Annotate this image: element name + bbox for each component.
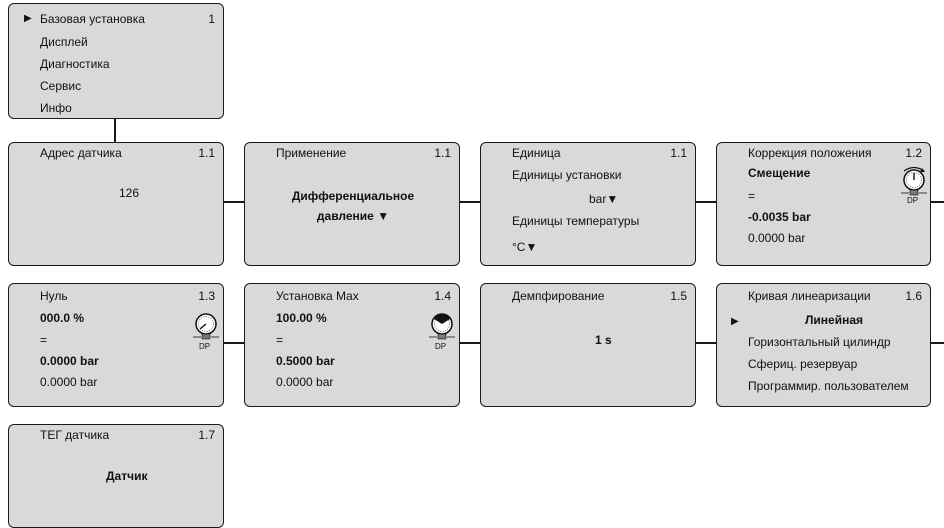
zero-value: 0.0000 bar [40, 354, 99, 368]
screen-title: ТЕГ датчика [40, 428, 110, 442]
screen-sensor-tag[interactable]: ТЕГ датчика 1.7 Датчик [8, 424, 224, 528]
screen-number: 1.1 [198, 146, 215, 160]
screen-application[interactable]: Применение 1.1 Дифференциальное давление… [244, 142, 460, 266]
dp-label: DP [199, 342, 211, 351]
temperature-units-select[interactable]: °C▼ [512, 240, 538, 254]
offset-value-secondary: 0.0000 bar [748, 231, 806, 245]
selection-marker: ▶ [731, 316, 739, 327]
menu-item-info[interactable]: Инфо [40, 101, 72, 115]
screen-zero[interactable]: Нуль 1.3 000.0 % = 0.0000 bar 0.0000 bar… [8, 283, 224, 407]
application-value-line1: Дифференциальное [291, 189, 415, 203]
screen-number: 1.7 [198, 428, 215, 442]
connector-1-6-right [931, 342, 944, 344]
screen-title: Нуль [40, 289, 68, 303]
screen-title: Применение [276, 146, 347, 160]
screen-number: 1.1 [670, 146, 687, 160]
connector-1-5-1-6 [696, 342, 716, 344]
screen-title: Демпфирование [512, 289, 605, 303]
application-value-line2: давление ▼ [316, 209, 390, 223]
screen-max-setup[interactable]: Установка Max 1.4 100.00 % = 0.5000 bar … [244, 283, 460, 407]
screen-number: 1.4 [434, 289, 451, 303]
sensor-tag-value[interactable]: Датчик [106, 469, 148, 483]
linearization-option-user-programmable[interactable]: Программир. пользователем [748, 379, 909, 393]
screen-title: Адрес датчика [40, 146, 122, 160]
screen-number: 1.6 [905, 289, 922, 303]
application-value[interactable]: Дифференциальное давление ▼ [245, 186, 461, 226]
linearization-option-horizontal-cylinder[interactable]: Горизонтальный цилиндр [748, 335, 891, 349]
menu-item-display[interactable]: Дисплей [40, 35, 88, 49]
connector-menu-down [114, 118, 116, 143]
screen-title: Единица [512, 146, 561, 160]
pressure-dial-max-icon [429, 313, 455, 340]
main-menu-panel[interactable]: ▶ Базовая установка Дисплей Диагностика … [8, 3, 224, 119]
linearization-option-spherical-tank[interactable]: Сфериц. резервуар [748, 357, 858, 371]
screen-title: Установка Max [276, 289, 359, 303]
max-percent: 100.00 % [276, 311, 327, 325]
zero-value-secondary: 0.0000 bar [40, 375, 98, 389]
pressure-dial-rotate-icon [901, 166, 927, 196]
damping-value[interactable]: 1 s [595, 333, 612, 347]
screen-units[interactable]: Единица 1.1 Единицы установки bar▼ Едини… [480, 142, 696, 266]
menu-item-basic-setup[interactable]: Базовая установка [40, 12, 145, 26]
equals-sign: = [40, 333, 48, 347]
offset-value: -0.0035 bar [748, 210, 811, 224]
connector-1-1b-1-1c [460, 201, 480, 203]
screen-linearization[interactable]: Кривая линеаризации 1.6 ▶ Линейная Гориз… [716, 283, 931, 407]
menu-item-diagnostics[interactable]: Диагностика [40, 57, 110, 71]
screen-number: 1.3 [198, 289, 215, 303]
screen-position-correction[interactable]: Коррекция положения 1.2 Смещение = -0.00… [716, 142, 931, 266]
connector-1-3-1-4 [224, 342, 244, 344]
equals-sign: = [748, 189, 756, 203]
pressure-dial-zero-icon [193, 313, 219, 340]
setup-units-label: Единицы установки [512, 168, 622, 182]
zero-percent: 000.0 % [40, 311, 85, 325]
dp-label: DP [435, 342, 447, 351]
temperature-units-label: Единицы температуры [512, 214, 640, 228]
max-value: 0.5000 bar [276, 354, 335, 368]
connector-1-1a-1-1b [224, 201, 244, 203]
offset-label: Смещение [748, 166, 811, 180]
screen-number: 1.2 [905, 146, 922, 160]
equals-sign: = [276, 333, 284, 347]
menu-item-service[interactable]: Сервис [40, 79, 82, 93]
screen-title: Кривая линеаризации [748, 289, 871, 303]
menu-active-marker: ▶ [24, 13, 32, 24]
connector-1-2-right [931, 201, 944, 203]
linearization-option-linear[interactable]: Линейная [805, 313, 864, 327]
screen-sensor-address[interactable]: Адрес датчика 1.1 126 [8, 142, 224, 266]
screen-number: 1.1 [434, 146, 451, 160]
sensor-address-value: 126 [119, 186, 140, 200]
dp-label: DP [907, 196, 919, 205]
screen-damping[interactable]: Демпфирование 1.5 1 s [480, 283, 696, 407]
setup-units-select[interactable]: bar▼ [589, 192, 619, 206]
connector-1-1c-1-2 [696, 201, 716, 203]
menu-number: 1 [208, 12, 215, 26]
screen-title: Коррекция положения [748, 146, 872, 160]
connector-1-4-1-5 [460, 342, 480, 344]
screen-number: 1.5 [670, 289, 687, 303]
max-value-secondary: 0.0000 bar [276, 375, 334, 389]
